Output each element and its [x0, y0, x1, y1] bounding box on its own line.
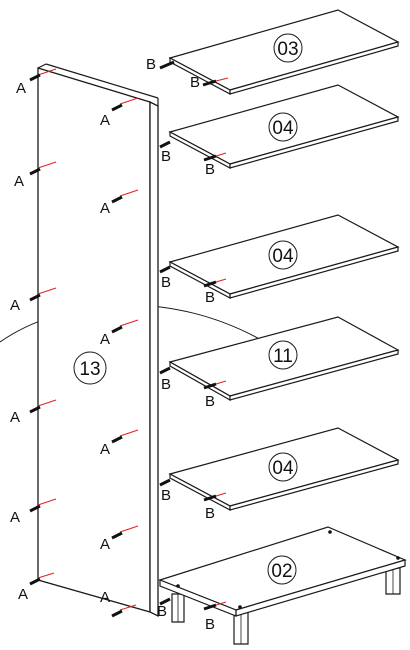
pin-b: B	[203, 278, 227, 306]
base-02: 02	[158, 526, 407, 645]
pin-label: A	[100, 589, 110, 606]
shelf-04-top: 04	[168, 84, 400, 169]
pin-label: B	[205, 393, 215, 410]
pin-a: A	[18, 572, 55, 603]
pin-a: A	[100, 319, 139, 348]
pin-label: B	[161, 274, 171, 291]
pin-label: B	[205, 505, 215, 522]
pin-a: A	[10, 498, 57, 526]
pin-label: A	[10, 509, 20, 526]
pin-label: B	[146, 56, 156, 73]
leg	[171, 593, 185, 623]
shelf-number: 02	[271, 561, 292, 582]
side-panel-number: 13	[79, 359, 100, 380]
pin-label: B	[161, 148, 171, 165]
pin-label: B	[157, 603, 167, 620]
pin-a: A	[100, 525, 139, 553]
pin-b: B	[190, 74, 229, 91]
pin-b: B	[203, 492, 227, 522]
shelf-number: 04	[272, 118, 294, 139]
shelf-number: 11	[273, 346, 293, 367]
shelf-03: 03	[168, 9, 400, 95]
pin-a: A	[100, 589, 137, 618]
pin-a: A	[100, 429, 139, 458]
pin-b: B	[159, 478, 171, 504]
pin-b: B	[203, 601, 227, 633]
leg	[385, 567, 401, 595]
pin-label: B	[161, 376, 171, 393]
pin-label: A	[100, 331, 110, 348]
shelf-number: 04	[272, 458, 294, 479]
pin-label: A	[100, 112, 110, 129]
pin-b: B	[159, 140, 171, 165]
pin-b: B	[159, 366, 171, 393]
pin-label: A	[100, 536, 110, 553]
pin-a: A	[10, 399, 57, 426]
pin-label: A	[10, 409, 20, 426]
pin-a: A	[100, 97, 139, 129]
pin-b: B	[159, 265, 171, 291]
pin-label: B	[205, 289, 215, 306]
pin-a: A	[100, 189, 139, 217]
shelf-number: 03	[277, 39, 298, 60]
pin-label: A	[14, 173, 24, 190]
shelf-number: 04	[272, 246, 294, 267]
shelf-04-middle: 04	[168, 214, 400, 299]
shelf-04-bottom: 04	[168, 427, 400, 511]
pin-a: A	[16, 68, 57, 97]
pin-a: A	[14, 161, 57, 190]
pin-label: A	[100, 441, 110, 458]
pin-b: B	[203, 380, 227, 410]
pin-label: A	[18, 586, 28, 603]
pin-label: B	[205, 161, 215, 178]
pin-b: B	[146, 56, 175, 73]
pin-a: A	[10, 287, 57, 314]
pin-label: A	[100, 200, 110, 217]
side-panel-13: 13	[37, 63, 159, 618]
pin-b: B	[203, 152, 227, 178]
pin-label: B	[190, 74, 200, 91]
pin-b: B	[157, 597, 171, 620]
pin-label: A	[16, 80, 26, 97]
pin-label: A	[10, 297, 20, 314]
leg	[233, 611, 249, 645]
pin-label: B	[205, 616, 215, 633]
pin-label: B	[161, 487, 171, 504]
